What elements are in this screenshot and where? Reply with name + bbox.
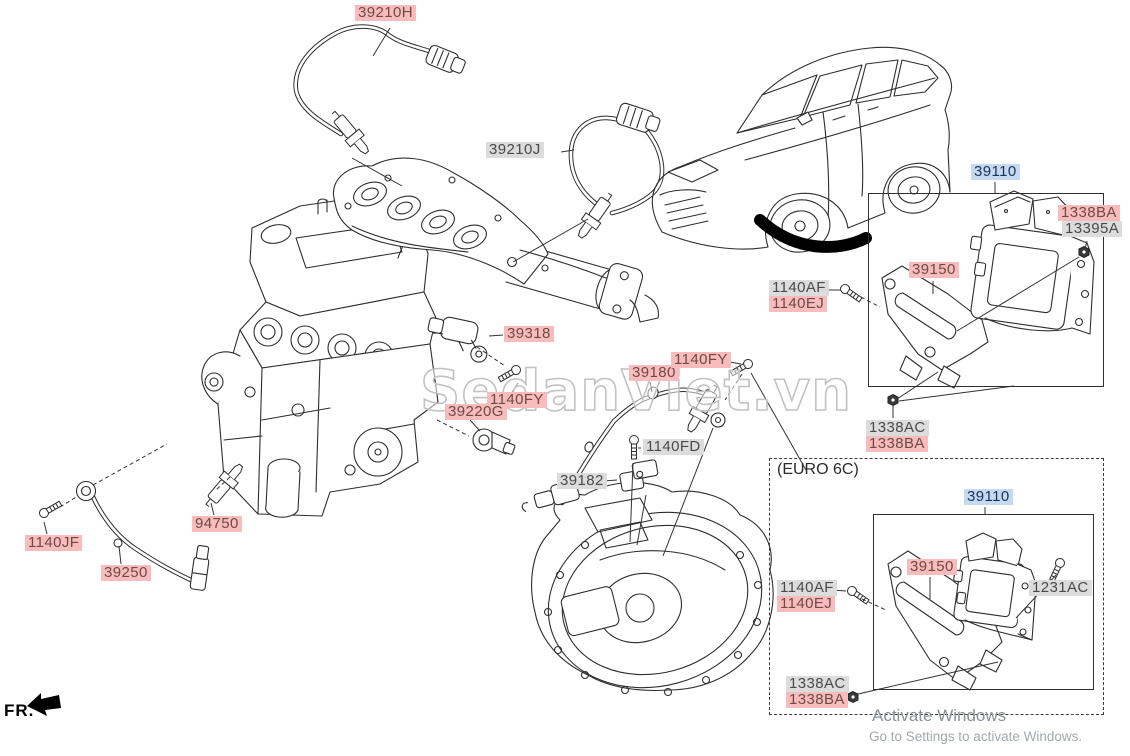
exhaust-manifold-illustration bbox=[333, 158, 658, 322]
part-label-39220g: 39220G bbox=[445, 404, 507, 420]
front-direction-arrow bbox=[27, 693, 61, 716]
ecu-assembly-main bbox=[824, 182, 1094, 418]
part-label-39180: 39180 bbox=[629, 365, 679, 381]
part-label-1338ba-euro: 1338BA bbox=[786, 692, 848, 708]
part-label-1140ej-euro: 1140EJ bbox=[777, 596, 836, 612]
part-label-39318: 39318 bbox=[504, 326, 554, 342]
part-label-1140af-euro: 1140AF bbox=[777, 580, 837, 596]
part-label-1140jf: 1140JF bbox=[25, 535, 83, 551]
part-label-39182: 39182 bbox=[557, 473, 607, 489]
part-label-1140fd: 1140FD bbox=[643, 439, 704, 455]
transmission-illustration bbox=[528, 483, 781, 711]
part-label-39150-euro: 39150 bbox=[907, 559, 957, 575]
part-label-39210j: 39210J bbox=[486, 142, 544, 158]
car-illustration bbox=[652, 47, 951, 257]
location-arrow bbox=[760, 220, 866, 247]
part-label-1140ej-main: 1140EJ bbox=[769, 296, 828, 312]
camshaft-sensor-group bbox=[423, 313, 523, 392]
part-label-39150-main: 39150 bbox=[909, 262, 959, 278]
part-label-94750: 94750 bbox=[192, 516, 242, 532]
front-marker-label: FR. bbox=[4, 701, 35, 720]
part-label-13395a: 13395A bbox=[1062, 221, 1123, 237]
part-label-1338ba-mid: 1338BA bbox=[866, 436, 928, 452]
ecu-detail-box-euro bbox=[873, 514, 1094, 690]
oxygen-sensor-upstream bbox=[296, 27, 468, 186]
activate-windows-watermark: Activate Windows bbox=[872, 706, 1007, 725]
knock-sensor-group bbox=[437, 420, 515, 455]
part-label-1338ba-main: 1338BA bbox=[1058, 205, 1120, 221]
part-label-39250: 39250 bbox=[101, 565, 151, 581]
activate-windows-subtext: Go to Settings to activate Windows. bbox=[869, 729, 1083, 744]
euro6c-section-title: (EURO 6C) bbox=[777, 461, 859, 478]
euro6c-section-box bbox=[769, 458, 1104, 715]
oil-pressure-tube-group bbox=[37, 444, 249, 591]
oxygen-sensor-downstream bbox=[513, 102, 662, 262]
part-label-39110-main: 39110 bbox=[971, 164, 1020, 180]
part-label-1338ac-euro: 1338AC bbox=[786, 676, 849, 692]
part-label-39210h: 39210H bbox=[355, 5, 416, 21]
ecu-detail-box-main bbox=[868, 193, 1104, 387]
crankshaft-sensor-harness bbox=[519, 357, 806, 556]
ecu-assembly-euro bbox=[832, 507, 1067, 703]
part-label-1140fy-crank: 1140FY bbox=[671, 352, 731, 368]
part-label-1231ac: 1231AC bbox=[1029, 580, 1092, 596]
part-label-1338ac-main: 1338AC bbox=[866, 420, 929, 436]
part-label-1140af-main: 1140AF bbox=[769, 280, 829, 296]
part-label-39110-euro: 39110 bbox=[964, 489, 1013, 505]
